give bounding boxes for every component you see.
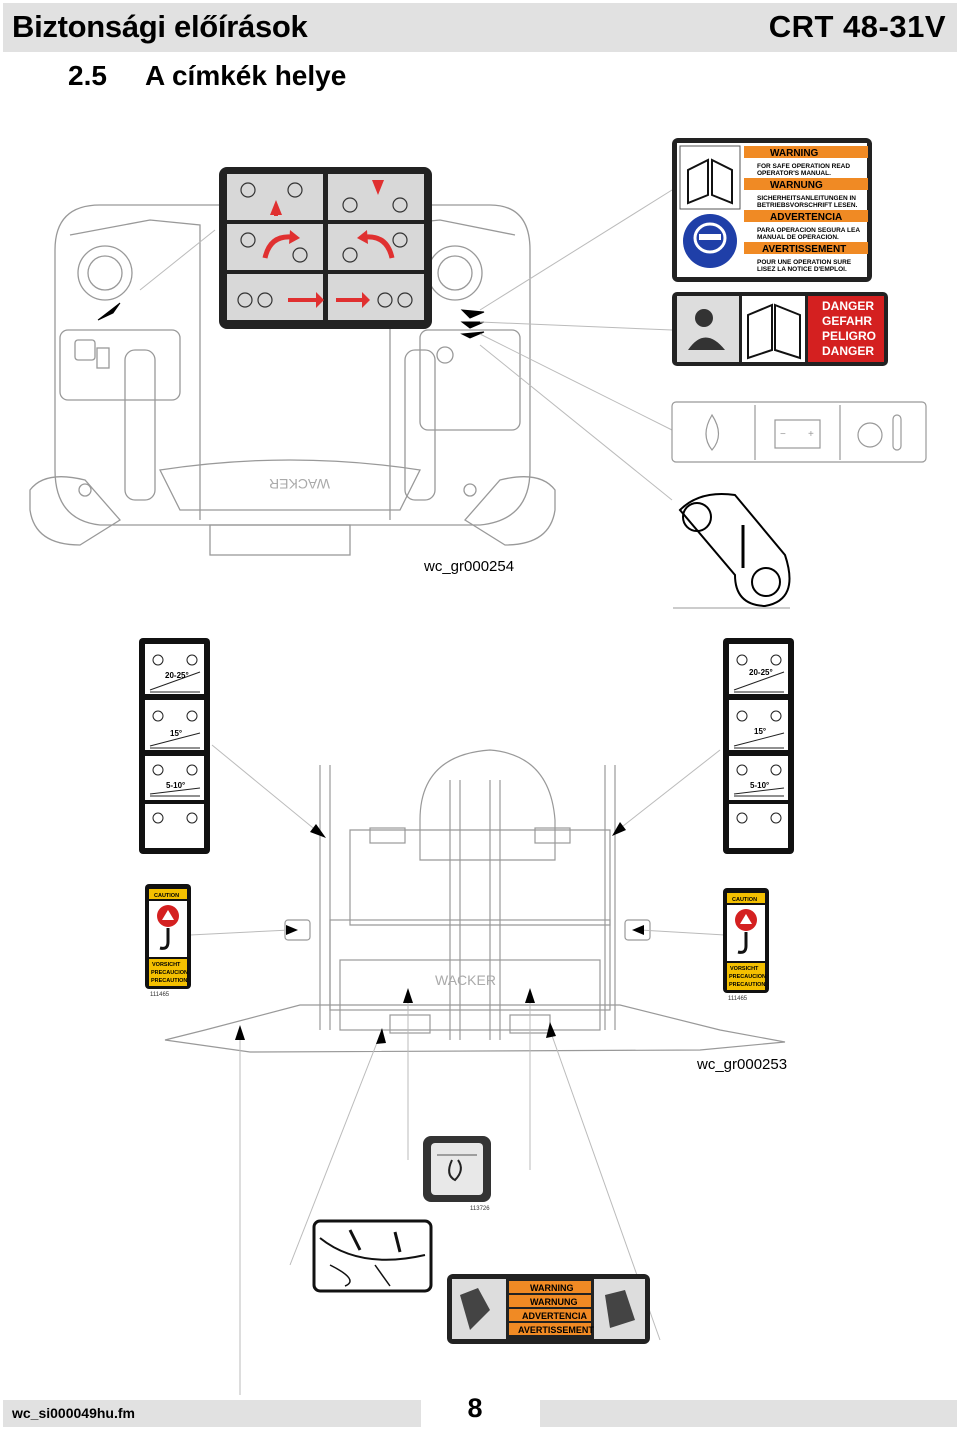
console-brand-text: WACKER: [269, 476, 330, 492]
caution-right-es: PRECAUCION: [729, 974, 766, 980]
warning-fr-line2: LISEZ LA NOTICE D'EMPLOI.: [757, 266, 847, 273]
bottom-warning-de: WARNUNG: [530, 1297, 578, 1307]
indicator-lamp-decal: − +: [671, 401, 927, 463]
header-bar: [3, 3, 957, 52]
caution-left-fr: PRECAUTION: [151, 978, 187, 984]
model-name: CRT 48-31V: [768, 9, 946, 44]
warning-fr-title: AVERTISSEMENT: [762, 244, 846, 255]
control-decal: [219, 167, 432, 329]
page-number: 8: [467, 1393, 483, 1423]
section-number: 2.5: [68, 60, 107, 91]
bottom-warning-decal: WARNING WARNUNG ADVERTENCIA AVERTISSEMEN…: [447, 1274, 650, 1344]
caution-left-es: PRECAUCION: [151, 970, 188, 976]
bottom-warning-en: WARNING: [530, 1283, 574, 1293]
bottom-warning-fr: AVERTISSEMENT: [518, 1325, 594, 1335]
danger-decal: DANGER GEFAHR PELIGRO DANGER: [672, 292, 888, 366]
warning-en-line2: OPERATOR'S MANUAL.: [757, 170, 831, 177]
pitch-left-angle-2: 15°: [170, 729, 182, 738]
pitch-right-angle-2: 15°: [754, 727, 766, 736]
caution-right-de: VORSICHT: [730, 966, 759, 972]
pitch-left-angle-1: 20-25°: [165, 671, 189, 680]
danger-es: PELIGRO: [822, 329, 876, 343]
warning-es-title: ADVERTENCIA: [770, 212, 842, 223]
caution-right-en: CAUTION: [732, 897, 757, 903]
pitch-right-angle-3: 5-10°: [750, 781, 769, 790]
warning-de-line2: BETRIEBSVORSCHRIFT LESEN.: [757, 202, 858, 209]
warning-en-line1: FOR SAFE OPERATION READ: [757, 163, 850, 170]
warning-de-line1: SICHERHEITSANLEITUNGEN IN: [757, 195, 856, 202]
top-arrows: [97, 189, 673, 501]
bottom-warning-es: ADVERTENCIA: [522, 1311, 588, 1321]
warning-fr-line1: POUR UNE OPERATION SURE: [757, 259, 852, 266]
caution-right-part: 111465: [728, 996, 748, 1002]
figure-code-top: wc_gr000254: [424, 558, 515, 575]
warning-de-title: WARNUNG: [770, 180, 823, 191]
footer-filename: wc_si000049hu.fm: [12, 1405, 135, 1421]
danger-fr: DANGER: [822, 344, 874, 358]
caution-left-de: VORSICHT: [152, 962, 181, 968]
page-header-title: Biztonsági előírások: [12, 9, 308, 44]
danger-de: GEFAHR: [822, 314, 872, 328]
key-switch-decal: [673, 493, 791, 609]
figure-code-bottom: wc_gr000253: [697, 1056, 788, 1073]
manual-warning-decal: WARNING FOR SAFE OPERATION READ OPERATOR…: [672, 138, 872, 282]
small-square-decal: 113726: [423, 1136, 491, 1212]
caution-decal-right: CAUTION VORSICHT PRECAUCION PRECAUTION 1…: [723, 888, 769, 1002]
caution-left-part: 111465: [150, 992, 170, 998]
bottom-arrows: [189, 744, 726, 1395]
pitch-right-angle-1: 20-25°: [749, 668, 773, 677]
machine-brand-text: WACKER: [435, 972, 496, 988]
section-title: A címkék helye: [145, 60, 347, 91]
small-decal-part: 113726: [470, 1206, 490, 1212]
pitch-decal-left: 20-25° 15° 5-10°: [139, 638, 210, 854]
footer-bar-left: [3, 1400, 421, 1427]
warning-en-title: WARNING: [770, 148, 819, 159]
blade-decal: [312, 1219, 433, 1293]
warning-es-line1: PARA OPERACION SEGURA LEA: [757, 227, 860, 234]
pitch-decal-right: 20-25° 15° 5-10°: [723, 638, 794, 854]
pitch-left-angle-3: 5-10°: [166, 781, 185, 790]
battery-plus: +: [808, 429, 814, 440]
caution-decal-left: CAUTION VORSICHT PRECAUCION PRECAUTION 1…: [145, 884, 191, 998]
battery-minus: −: [780, 429, 786, 440]
warning-es-line2: MANUAL DE OPERACION.: [757, 234, 839, 241]
footer-bar-right: [540, 1400, 957, 1427]
caution-right-fr: PRECAUTION: [729, 982, 765, 988]
caution-left-en: CAUTION: [154, 893, 179, 899]
trowel-machine-drawing: WACKER: [164, 749, 786, 1053]
danger-en: DANGER: [822, 299, 874, 313]
